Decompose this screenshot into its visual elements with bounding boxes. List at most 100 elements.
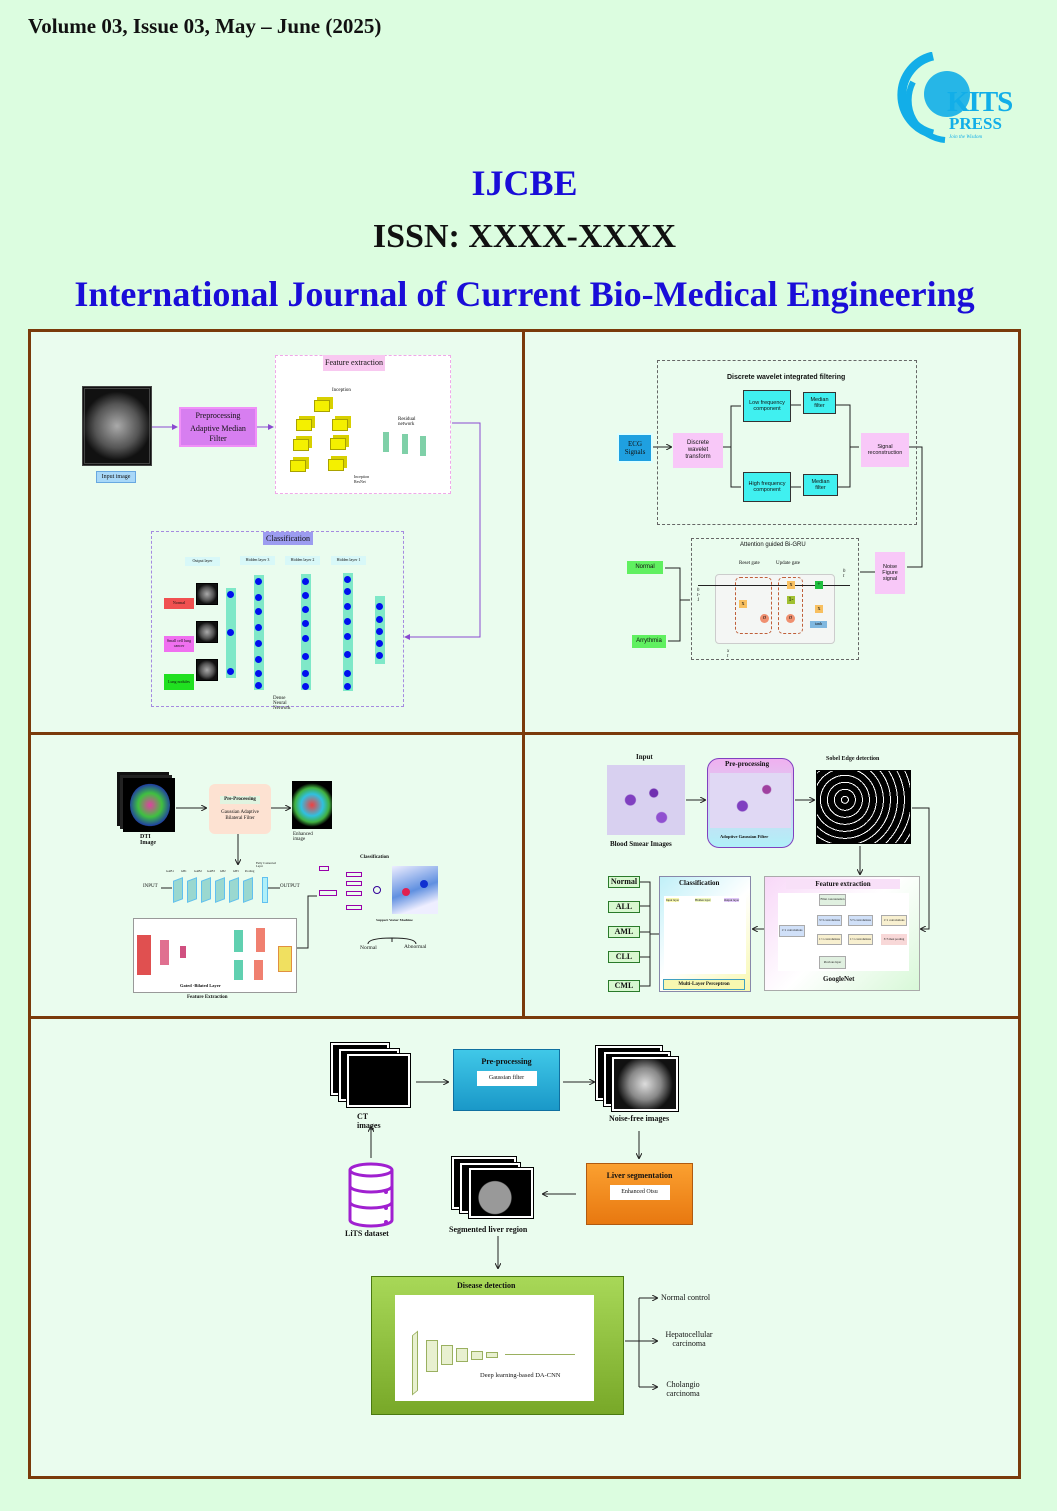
preprocessing-title: Pre-Processing: [220, 796, 260, 805]
inception-block: 1×1 convolutions: [779, 925, 805, 937]
plus-op: +: [815, 581, 823, 589]
output-arrythmia: Arrythmia: [632, 635, 666, 648]
layer-label: Hidden layer 1: [331, 556, 366, 565]
class-ct-thumb: [196, 659, 218, 681]
classification-box: [151, 531, 404, 707]
blood-smear-label: Blood Smear Images: [610, 840, 672, 848]
mlp-label: Multi-Layer Perceptron: [663, 979, 745, 990]
layer-label: Hidden layer 3: [240, 556, 275, 565]
update-gate-box: [778, 577, 803, 634]
mlp-diagram: Input layer Hidden layer Output layer: [664, 896, 746, 974]
sigma-op: σ: [760, 614, 769, 623]
class-cll: CLL: [608, 951, 640, 963]
h-prev-label: h t-1: [697, 588, 701, 603]
one-minus-op: 1-: [787, 596, 795, 604]
sigma-op: σ: [786, 614, 795, 623]
journal-abbr: IJCBE: [471, 163, 578, 203]
class-ct-thumb: [196, 583, 218, 605]
classification-label: Classification: [360, 855, 389, 860]
result-abnormal: Abnormal: [404, 944, 427, 950]
high-frequency-box: High frequency component: [743, 472, 791, 502]
svm-label: Support Vector Machine: [376, 918, 413, 922]
preprocessing-subtitle: Gaussian Adaptive Bilateral Filter: [221, 810, 259, 821]
class-all: ALL: [608, 901, 640, 913]
segmentation-box: Liver segmentation Enhanced Otsu: [586, 1163, 693, 1225]
output-label: OUTPUT: [280, 884, 300, 889]
dwt-title: Discrete wavelet integrated filtering: [727, 374, 846, 381]
bigru-box: [691, 538, 859, 660]
divider-vertical: [522, 329, 525, 1019]
logo-press: PRESS: [949, 114, 1002, 133]
dwt-box: [657, 360, 917, 525]
logo-kits: KITS: [947, 86, 1013, 118]
preprocessing-subtitle: Adoptive Gaussian Filter: [720, 834, 769, 839]
layer-label: GAB1: [166, 869, 174, 873]
ct-label: CT images: [357, 1112, 381, 1130]
layer-bar: [254, 575, 264, 690]
dti-brain: [130, 783, 170, 827]
dti-label: DTI Image: [140, 834, 156, 846]
preprocessing-subtitle: Adaptive Median Filter: [190, 424, 246, 443]
residual-block: [402, 434, 408, 454]
layer-label: GAB2: [194, 869, 202, 873]
inception-resnet-label: Inception ResNet: [354, 474, 370, 484]
feature-extraction-title: Feature extraction: [786, 879, 900, 889]
enhanced-label: Enhanced image: [293, 832, 313, 842]
preprocessing-title: Preprocessing: [195, 411, 241, 421]
layer-label: Output layer: [185, 557, 220, 566]
class-lung-nodules: Lung nodules: [164, 674, 194, 690]
multiply-op: x: [815, 605, 823, 613]
volume-line: Volume 03, Issue 03, May – June (2025): [28, 14, 382, 38]
feature-extraction-label: Feature Extraction: [187, 995, 228, 1000]
inception-block: [290, 460, 306, 472]
x-t-label: x t: [727, 649, 730, 659]
class-normal: Normal: [608, 876, 640, 888]
inception-block: 1×1 convolutions: [817, 934, 842, 945]
class-ct-thumb: [196, 621, 218, 643]
model-label: Deep learning-based DA-CNN: [480, 1372, 561, 1379]
issn: ISSN: XXXX-XXXX: [372, 218, 677, 255]
input-ct-image: [82, 386, 152, 466]
class-aml: AML: [608, 926, 640, 938]
residual-block: [420, 436, 426, 456]
inception-block: [328, 459, 344, 471]
preprocessing-box: Pre-processing Gaussian filter: [453, 1049, 560, 1111]
layer-bar: [301, 574, 311, 690]
filtered-smear-image: [710, 773, 791, 828]
classification-title: Classification: [263, 532, 313, 545]
detection-title: Disease detection: [457, 1281, 516, 1290]
divider-horizontal-2: [28, 1016, 1021, 1019]
inception-block: [314, 400, 330, 412]
inception-block: Previous layer: [819, 956, 846, 969]
blood-smear-image: [607, 765, 685, 835]
output-normal: Normal: [627, 561, 663, 574]
gated-layer-label: Gated -Bilated Layer: [180, 983, 221, 988]
inception-block: [330, 438, 346, 450]
ct-image: [346, 1053, 411, 1108]
layer-label: GB2: [220, 869, 226, 873]
output-hepatocellular: Hepatocellular carcinoma: [665, 1330, 713, 1349]
segmented-image: [468, 1167, 534, 1219]
multiply-op: x: [739, 600, 747, 608]
median-filter-box: Median filter: [803, 474, 838, 496]
cnn-diagram: [395, 1295, 594, 1401]
preprocessing-title: Pre-processing: [725, 760, 770, 768]
publisher-logo: KITS PRESS Join the Wisdom: [885, 51, 1025, 144]
class-normal: Normal: [164, 598, 194, 609]
logo-tagline: Join the Wisdom: [949, 135, 983, 140]
inception-label: Inception: [332, 388, 351, 393]
layer-label: Hidden layer 2: [285, 556, 320, 565]
bigru-title: Attention guided Bi-GRU: [740, 542, 806, 548]
layer-label: Pooling: [245, 869, 255, 873]
dense-network-label: Dense Neural Network: [273, 696, 291, 711]
input-image-label: Input image: [96, 471, 136, 483]
inception-block: [293, 439, 309, 451]
enhanced-image: [292, 781, 332, 829]
inception-block: 5×5 convolutions: [848, 915, 873, 926]
preprocessing-box: Pre-Processing Gaussian Adaptive Bilater…: [209, 784, 271, 834]
inception-block: 1×1 convolutions: [848, 934, 873, 945]
output-normal-control: Normal control: [661, 1293, 711, 1302]
input-label: Input: [636, 753, 653, 761]
inception-block: 1×1 convolutions: [881, 915, 907, 926]
input-label: INPUT: [143, 884, 158, 889]
